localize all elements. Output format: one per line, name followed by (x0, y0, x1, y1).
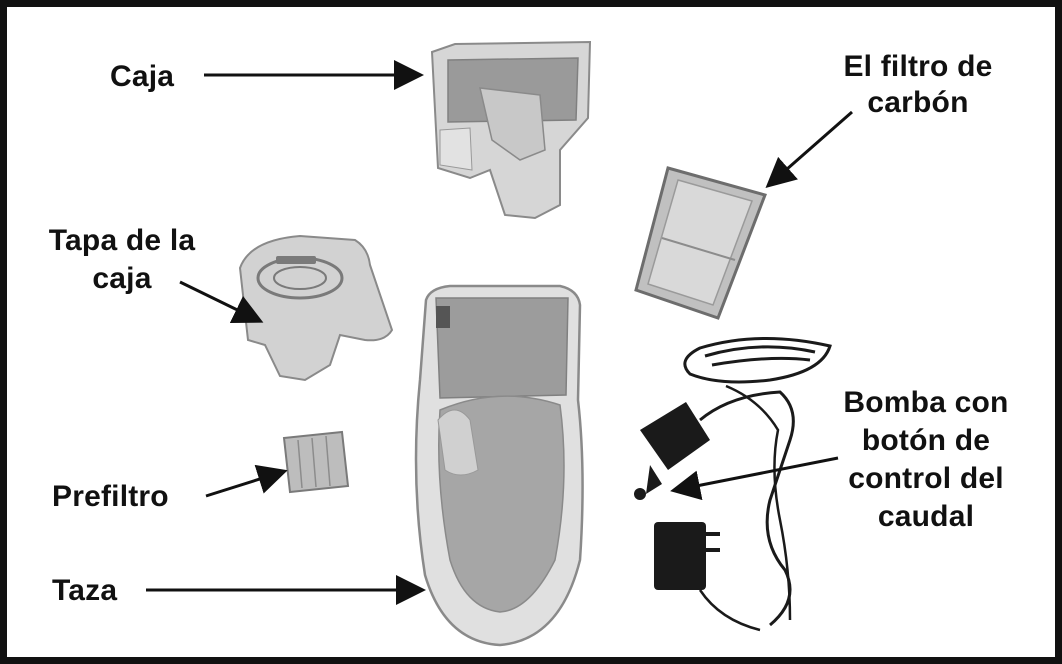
label-bomba-line3: control del (848, 462, 1004, 495)
caja-part (430, 40, 592, 220)
label-taza: Taza (52, 574, 117, 607)
label-tapa-line1: Tapa de la (49, 224, 196, 257)
tapa-caja-part (238, 234, 394, 382)
arrow-filtro (765, 110, 853, 188)
taza-part (414, 284, 584, 647)
label-caja: Caja (110, 60, 174, 93)
prefiltro-part (282, 430, 350, 494)
label-filtro-line2: carbón (867, 86, 968, 119)
label-tapa-line2: caja (92, 262, 151, 295)
bomba-part (634, 337, 832, 632)
arrow-bomba (670, 456, 839, 501)
label-bomba-line4: caudal (878, 500, 974, 533)
label-bomba-line2: botón de (862, 424, 990, 457)
label-prefiltro: Prefiltro (52, 480, 169, 513)
label-bomba-line1: Bomba con (843, 386, 1008, 419)
label-filtro-line1: El filtro de (843, 50, 992, 83)
filtro-carbon-part (634, 166, 767, 320)
arrow-prefiltro (205, 464, 288, 498)
arrow-tapa (179, 280, 264, 323)
